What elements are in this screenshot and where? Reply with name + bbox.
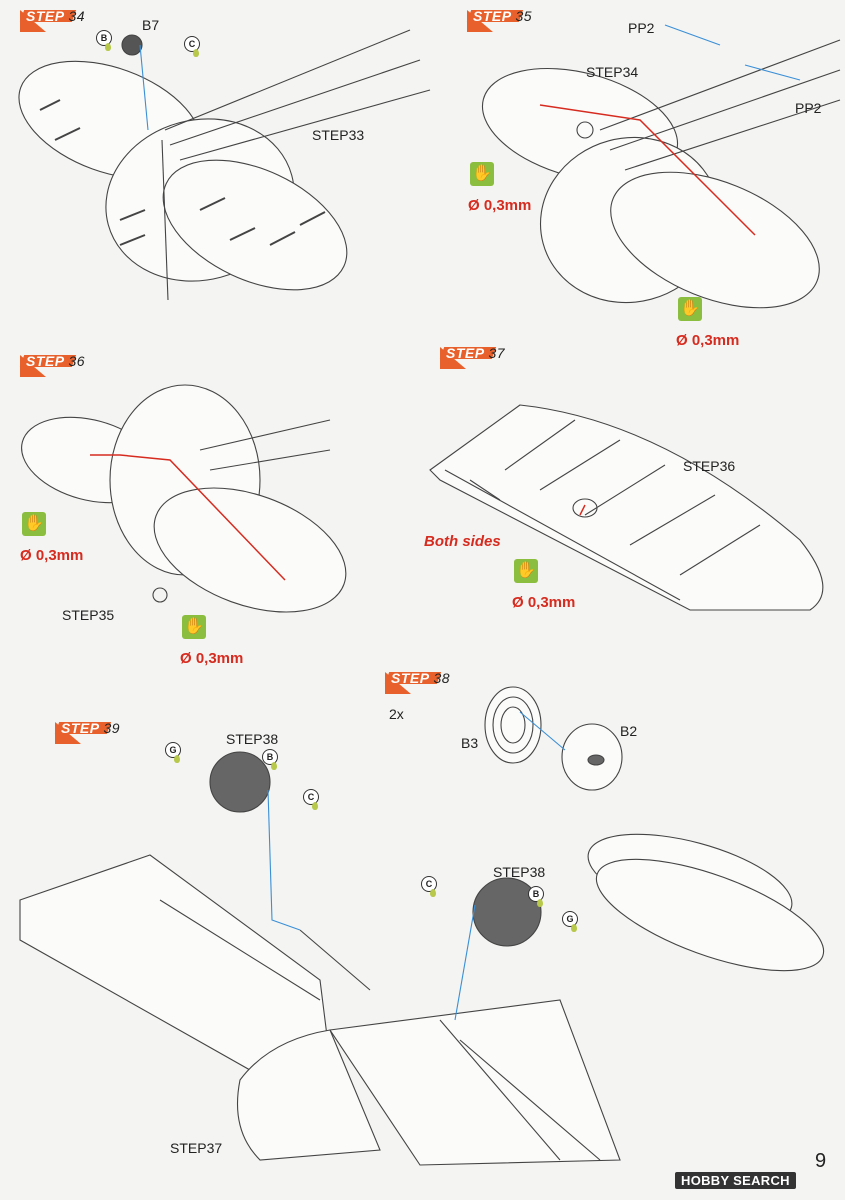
part-bubble-icon: B — [262, 749, 278, 770]
step39-right-wheel-ref: STEP38 — [493, 864, 546, 880]
wire-diameter-label: Ø 0,3mm — [20, 547, 84, 564]
wire-diameter-label: Ø 0,3mm — [676, 332, 740, 349]
step39-left-wheel-ref: STEP38 — [226, 731, 279, 747]
step38-badge: STEP 38 — [384, 670, 465, 694]
wire-diameter-label: Ø 0,3mm — [512, 594, 576, 611]
step39-ref-label: STEP37 — [170, 1140, 223, 1156]
step39-aircraft-drawing — [19, 833, 825, 1166]
step36-tail-drawing — [21, 384, 347, 613]
part-bubble-icon: G — [165, 742, 181, 763]
wire-diameter-label: Ø 0,3mm — [180, 650, 244, 667]
both-sides-note: Both sides — [424, 533, 501, 550]
step34-badge: STEP 34 — [19, 8, 100, 32]
step35-ref-label: STEP34 — [586, 64, 639, 80]
part-label-b2: B2 — [620, 723, 638, 739]
step38-wheel-parts — [484, 686, 623, 791]
step37-ref-label: STEP36 — [683, 458, 736, 474]
step34-tail-drawing — [18, 29, 431, 301]
step35-tail-drawing — [481, 39, 841, 309]
watermark: HOBBY SEARCH — [675, 1172, 796, 1189]
part-label-b7: B7 — [142, 17, 160, 33]
glue-hand-icon: ✋ — [182, 615, 206, 639]
glue-hand-icon: ✋ — [678, 297, 702, 321]
step39-wheel-right — [472, 877, 542, 947]
glue-hand-icon: ✋ — [22, 512, 46, 536]
glue-hand-icon: ✋ — [470, 162, 494, 186]
step35-badge: STEP 35 — [466, 8, 547, 32]
step37-badge: STEP 37 — [439, 345, 520, 369]
wire-diameter-label: Ø 0,3mm — [468, 197, 532, 214]
part-bubble-icon: C — [421, 876, 437, 897]
step36-ref-label: STEP35 — [62, 607, 115, 623]
part-bubble-icon: G — [562, 911, 578, 932]
step36-badge: STEP 36 — [19, 353, 100, 377]
step39-wheel-left — [209, 751, 271, 813]
part-bubble-icon: B — [96, 30, 112, 51]
part-label-b3: B3 — [461, 735, 479, 751]
step38-quantity: 2x — [389, 706, 404, 722]
page-number: 9 — [815, 1150, 827, 1172]
part-label-pp2-top: PP2 — [628, 20, 655, 36]
part-label-pp2-bottom: PP2 — [795, 100, 822, 116]
glue-hand-icon: ✋ — [514, 559, 538, 583]
step37-wing-drawing — [429, 404, 824, 611]
part-bubble-icon: B — [528, 886, 544, 907]
step39-badge: STEP 39 — [54, 720, 135, 744]
step34-ref-label: STEP33 — [312, 127, 365, 143]
part-bubble-icon: C — [303, 789, 319, 810]
part-bubble-icon: C — [184, 36, 200, 57]
